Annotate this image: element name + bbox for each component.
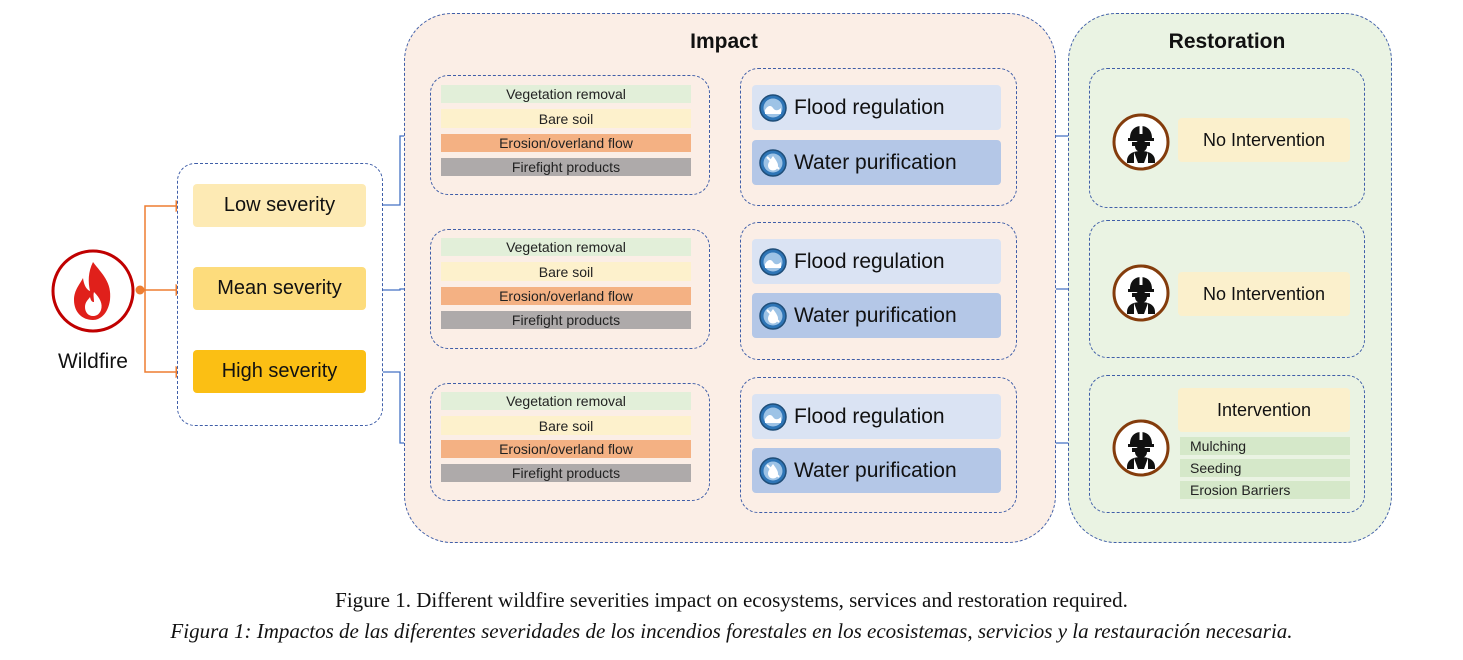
service-label: Flood regulation xyxy=(794,249,945,273)
service-label: Water purification xyxy=(794,458,957,482)
strip-bare-soil: Bare soil xyxy=(441,109,691,128)
caption-spanish: Figura 1: Impactos de las diferentes sev… xyxy=(170,619,1293,643)
strip-erosion: Erosion/overland flow xyxy=(441,287,691,305)
measure-erosion-barriers: Erosion Barriers xyxy=(1180,481,1350,499)
caption-english: Figure 1. Different wildfire severities … xyxy=(335,588,1128,612)
service-label: Water purification xyxy=(794,150,957,174)
strip-erosion: Erosion/overland flow xyxy=(441,134,691,152)
restoration-label: No Intervention xyxy=(1178,272,1350,316)
strip-firefight-products: Firefight products xyxy=(441,464,691,482)
service-water-purification: Water purification xyxy=(752,448,1001,493)
service-flood-regulation: Flood regulation xyxy=(752,239,1001,284)
strip-firefight-products: Firefight products xyxy=(441,311,691,329)
strip-erosion: Erosion/overland flow xyxy=(441,440,691,458)
impact-title: Impact xyxy=(690,30,758,53)
worker-icon xyxy=(1112,113,1170,171)
severity-low: Low severity xyxy=(193,184,366,227)
strip-vegetation-removal: Vegetation removal xyxy=(441,238,691,256)
wildfire-label: Wildfire xyxy=(57,350,128,373)
wave-icon xyxy=(758,402,788,432)
worker-icon xyxy=(1112,419,1170,477)
strip-firefight-products: Firefight products xyxy=(441,158,691,176)
strip-bare-soil: Bare soil xyxy=(441,262,691,281)
water-drop-icon xyxy=(758,301,788,331)
restoration-label: Intervention xyxy=(1178,388,1350,432)
service-water-purification: Water purification xyxy=(752,293,1001,338)
measure-mulching: Mulching xyxy=(1180,437,1350,455)
service-label: Water purification xyxy=(794,303,957,327)
water-drop-icon xyxy=(758,148,788,178)
connector-dot xyxy=(135,285,145,295)
flame-icon xyxy=(50,248,136,334)
strip-bare-soil: Bare soil xyxy=(441,416,691,435)
wave-icon xyxy=(758,93,788,123)
service-flood-regulation: Flood regulation xyxy=(752,394,1001,439)
strip-vegetation-removal: Vegetation removal xyxy=(441,85,691,103)
measure-seeding: Seeding xyxy=(1180,459,1350,477)
service-label: Flood regulation xyxy=(794,404,945,428)
restoration-title: Restoration xyxy=(1168,30,1286,53)
severity-mean: Mean severity xyxy=(193,267,366,310)
service-water-purification: Water purification xyxy=(752,140,1001,185)
wave-icon xyxy=(758,247,788,277)
water-drop-icon xyxy=(758,456,788,486)
strip-vegetation-removal: Vegetation removal xyxy=(441,392,691,410)
restoration-label: No Intervention xyxy=(1178,118,1350,162)
service-flood-regulation: Flood regulation xyxy=(752,85,1001,130)
service-label: Flood regulation xyxy=(794,95,945,119)
worker-icon xyxy=(1112,264,1170,322)
severity-high: High severity xyxy=(193,350,366,393)
